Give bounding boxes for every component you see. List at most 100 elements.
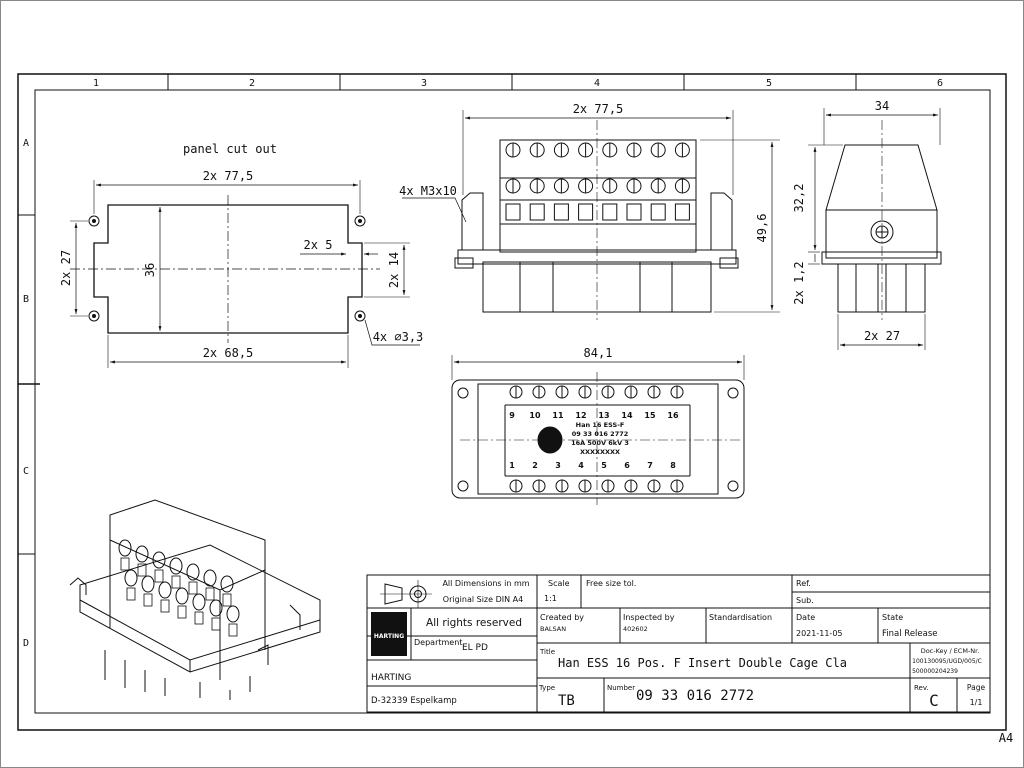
front-cage-window: [578, 203, 594, 221]
iso-cage-window: [205, 587, 215, 601]
side-base-dim: 2x 27: [864, 329, 900, 343]
front-cage-window: [602, 203, 618, 221]
col-label-5: 5: [766, 78, 772, 89]
iso-cage-ring: [226, 605, 240, 623]
iso-cage-window: [126, 587, 136, 601]
front-cage-window: [505, 203, 521, 221]
panel-cutout-title: panel cut out: [183, 142, 277, 156]
rev-label: Rev.: [914, 684, 929, 692]
cutout-side-dim: 2x 27: [59, 250, 73, 286]
isometric-contact-cages: [118, 539, 240, 637]
iso-cage-window: [194, 611, 204, 625]
plan-bottom-number: 6: [624, 461, 630, 470]
iso-cage-ring: [118, 539, 132, 557]
side-view: [808, 108, 942, 350]
col-label-3: 3: [421, 78, 427, 89]
plan-bottom-number: 8: [670, 461, 676, 470]
page-label: Page: [967, 683, 986, 692]
size-note: Original Size DIN A4: [443, 595, 523, 604]
iso-cage-ring: [152, 551, 166, 569]
tolerance-note: Free size tol.: [586, 579, 636, 588]
number-label: Number: [607, 684, 635, 692]
front-screw-dim: 4x M3x10: [399, 184, 457, 198]
front-width-dim: 2x 77,5: [573, 102, 624, 116]
plan-top-number: 15: [644, 411, 656, 420]
plan-top-number: 10: [529, 411, 541, 420]
plan-top-number: 14: [621, 411, 633, 420]
plan-top-number: 11: [552, 411, 564, 420]
department-value: EL PD: [462, 643, 488, 653]
plan-marking-1: Han 16 ESS-F: [576, 421, 625, 429]
cutout-notch-dim: 2x 5: [304, 238, 333, 252]
plan-bottom-number: 2: [532, 461, 538, 470]
date-label: Date: [796, 613, 815, 622]
outer-frame: [17, 73, 1007, 731]
column-grid: [18, 74, 857, 555]
inspected-value: 402602: [623, 625, 648, 633]
iso-cage-ring: [158, 581, 172, 599]
iso-cage-window: [137, 563, 147, 577]
iso-cage-ring: [169, 557, 183, 575]
iso-cage-ring: [175, 587, 189, 605]
dimensions-note: All Dimensions in mm: [442, 579, 529, 588]
plan-top-number: 16: [667, 411, 679, 420]
cutout-hole-dim: 4x ∅3,3: [373, 330, 424, 344]
standard-label: Standardisation: [709, 613, 772, 622]
plan-bottom-number: 7: [647, 461, 653, 470]
col-label-1: 1: [93, 78, 99, 89]
row-label-a: A: [23, 138, 29, 149]
row-label-d: D: [23, 638, 29, 649]
row-label-b: B: [23, 294, 29, 305]
panel-cutout-view: [70, 180, 420, 368]
scale-value: 1:1: [544, 594, 557, 603]
side-lower-dim: 2x 1,2: [792, 261, 806, 304]
front-cage-window: [674, 203, 690, 221]
rights-note: All rights reserved: [426, 617, 522, 629]
sheet-format: A4: [999, 731, 1013, 745]
iso-cage-ring: [209, 599, 223, 617]
front-cage-window: [553, 203, 569, 221]
iso-cage-window: [228, 623, 238, 637]
iso-cage-ring: [192, 593, 206, 611]
type-label: Type: [538, 684, 555, 692]
dockey-value-2: 500000204239: [912, 668, 958, 675]
plan-bottom-number: 5: [601, 461, 607, 470]
sub-label: Sub.: [796, 596, 814, 605]
department-label: Department: [414, 638, 462, 647]
plan-bottom-number: 4: [578, 461, 584, 470]
iso-cage-window: [160, 599, 170, 613]
cutout-width-top: 2x 77,5: [203, 169, 254, 183]
company-address: D-32339 Espelkamp: [371, 696, 457, 706]
iso-cage-window: [120, 557, 130, 571]
iso-cage-ring: [220, 575, 234, 593]
created-label: Created by: [540, 613, 584, 622]
iso-cage-window: [177, 605, 187, 619]
iso-cage-ring: [124, 569, 138, 587]
iso-cage-window: [211, 617, 221, 631]
front-cage-window: [626, 203, 642, 221]
row-label-c: C: [23, 466, 29, 477]
inspected-label: Inspected by: [623, 613, 675, 622]
side-width-dim: 34: [875, 99, 889, 113]
iso-cage-window: [222, 593, 232, 607]
front-cage-window: [529, 203, 545, 221]
type-value: TB: [558, 693, 575, 709]
front-height-dim: 49,6: [755, 214, 769, 243]
ref-label: Ref.: [796, 579, 811, 588]
plan-contact-cages: [509, 385, 684, 493]
title-label: Title: [539, 648, 555, 656]
iso-cage-ring: [186, 563, 200, 581]
iso-cage-window: [154, 569, 164, 583]
front-cage-window: [650, 203, 666, 221]
col-label-2: 2: [249, 78, 255, 89]
company-name: HARTING: [371, 673, 411, 683]
cutout-notch-height: 2x 14: [387, 252, 401, 288]
dockey-value-1: 100130095/UGD/005/C: [912, 658, 982, 665]
date-value: 2021-11-05: [796, 629, 843, 638]
page-value: 1/1: [970, 698, 983, 707]
harting-logo: [371, 612, 407, 656]
state-value: Final Release: [882, 629, 938, 639]
dockey-label: Doc-Key / ECM-Nr.: [921, 647, 980, 655]
front-view: [402, 110, 780, 320]
